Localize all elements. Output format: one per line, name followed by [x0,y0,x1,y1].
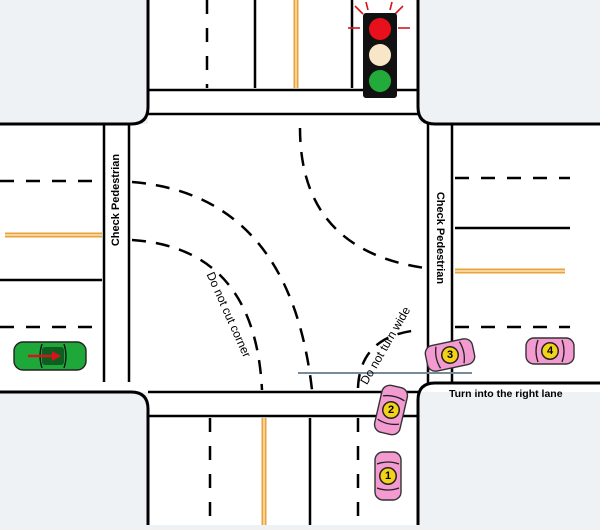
red-lamp [369,18,391,40]
east-lane-lines [455,176,570,329]
car-4-number: 4 [547,345,554,357]
car-4: 4 [525,337,575,365]
crosswalks [102,88,454,418]
direction-arrow-icon [28,351,61,361]
car-2-number: 2 [388,404,394,416]
west-lane-lines [0,179,102,329]
amber-lamp [369,44,391,66]
check-pedestrian-right-label: Check Pedestrian [434,192,446,285]
car-1-number: 1 [385,470,391,482]
car-3-number: 3 [447,349,453,361]
red-light-glow [348,1,410,29]
green-lamp [369,70,391,92]
car-2: 2 [372,382,410,438]
traffic-light [348,1,410,98]
green-car [13,341,87,371]
turn-guide-curves [131,127,426,391]
car-1: 1 [374,451,402,501]
south-lane-lines [208,418,360,525]
car-3: 3 [423,336,477,374]
turn-into-right-lane-label: Turn into the right lane [449,388,563,400]
check-pedestrian-left-label: Check Pedestrian [110,154,122,247]
north-lane-lines [205,0,354,88]
